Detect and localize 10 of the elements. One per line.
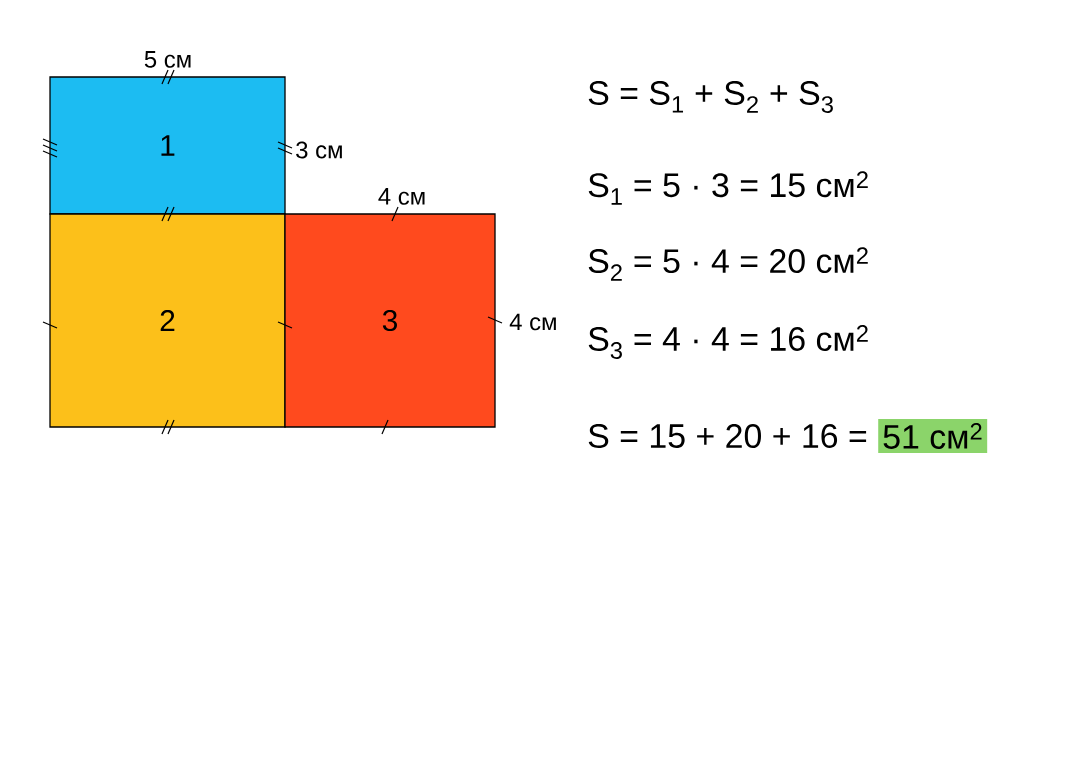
area-rectangle: 3 bbox=[284, 213, 496, 428]
area-rectangle: 2 bbox=[49, 213, 286, 428]
formula: S$_{2}$ = 5 · 4 = 20 см$^{2}$ bbox=[588, 247, 868, 281]
formula: S = S$_{1}$ + S$_{2}$ + S$_{3}$ bbox=[588, 81, 833, 113]
highlighted-answer: 51 см$^{2}$ bbox=[878, 419, 988, 453]
dimension-label: 3 см bbox=[296, 141, 342, 159]
formula: S = 15 + 20 + 16 = bbox=[588, 424, 867, 448]
formula: S$_{3}$ = 4 · 4 = 16 см$^{2}$ bbox=[588, 325, 868, 359]
area-rectangle: 1 bbox=[49, 76, 286, 215]
formula: S$_{1}$ = 5 · 3 = 15 см$^{2}$ bbox=[588, 171, 868, 205]
